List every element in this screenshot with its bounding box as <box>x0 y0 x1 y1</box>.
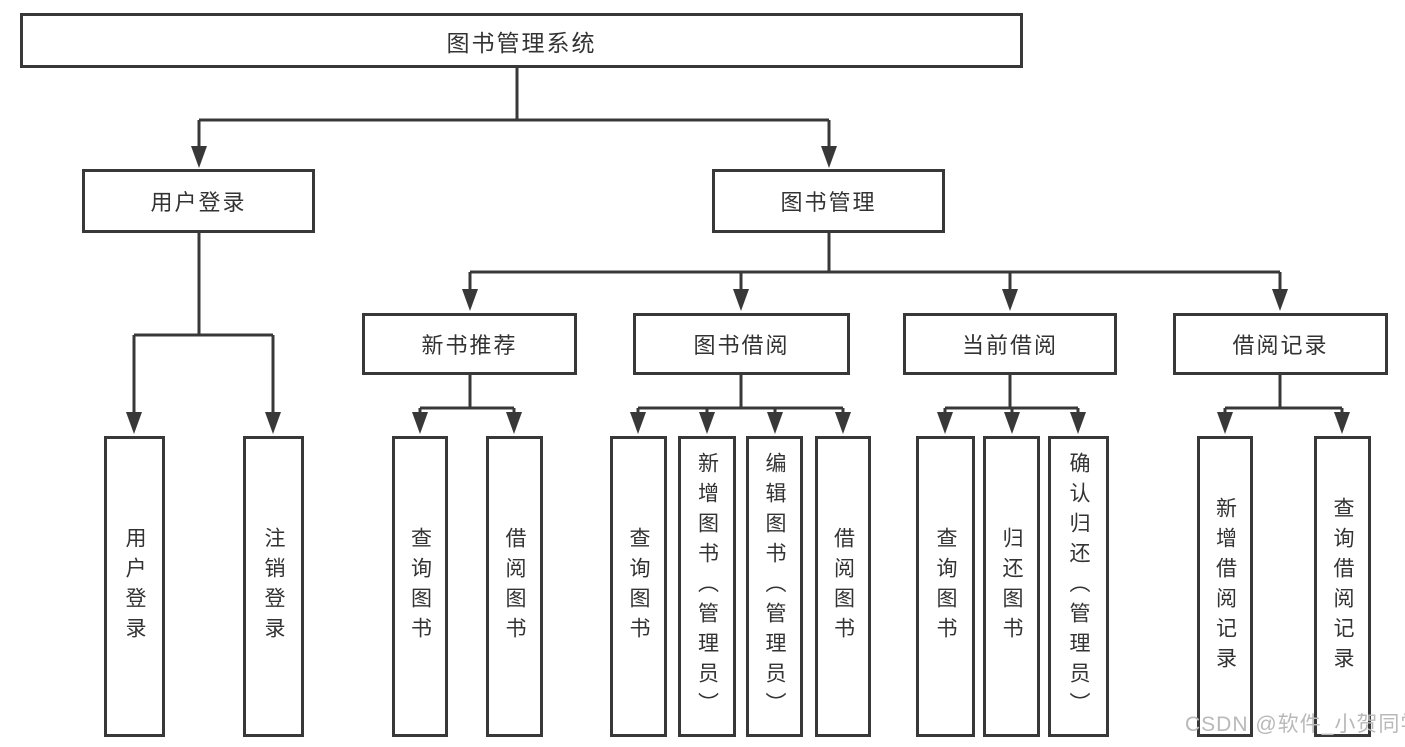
node-leaf-edit-books-admin: 编辑图书（管理员） <box>746 436 803 737</box>
node-leaf-query-books-1: 查询图书 <box>392 436 448 737</box>
node-leaf-label: 注销登录 <box>262 526 285 647</box>
node-leaf-label: 新增图书（管理员） <box>695 451 719 722</box>
connector-bookborrow-to-leaves <box>636 375 845 416</box>
node-leaf-user-login: 用户登录 <box>104 436 165 737</box>
node-leaf-query-borrow-record: 查询借阅记录 <box>1314 436 1371 737</box>
node-leaf-logout: 注销登录 <box>243 436 304 737</box>
arrow-heads <box>126 146 1350 434</box>
node-leaf-label: 查询借阅记录 <box>1331 496 1354 677</box>
connector-userlogin-to-leaves <box>132 233 275 416</box>
node-leaf-borrow-books-1: 借阅图书 <box>486 436 543 737</box>
connector-bookmgmt-to-level3 <box>468 233 1282 293</box>
connector-currentborrow-to-leaves <box>943 375 1080 416</box>
node-leaf-confirm-return-admin: 确认归还（管理员） <box>1048 436 1109 737</box>
node-leaf-label: 新增借阅记录 <box>1213 496 1237 677</box>
node-leaf-query-books-2: 查询图书 <box>610 436 667 737</box>
node-leaf-label: 查询图书 <box>627 526 650 647</box>
node-leaf-label: 查询图书 <box>934 526 957 647</box>
node-user-login: 用户登录 <box>82 169 315 233</box>
node-leaf-query-books-3: 查询图书 <box>916 436 975 737</box>
node-leaf-label: 借阅图书 <box>503 526 526 647</box>
node-leaf-add-books-admin: 新增图书（管理员） <box>678 436 736 737</box>
node-root-library-system: 图书管理系统 <box>20 13 1023 68</box>
node-leaf-label: 用户登录 <box>123 526 146 647</box>
connector-newbooks-to-leaves <box>418 375 516 416</box>
node-leaf-add-borrow-record: 新增借阅记录 <box>1197 436 1253 737</box>
node-borrowing-records: 借阅记录 <box>1173 313 1388 375</box>
node-book-management: 图书管理 <box>712 169 945 233</box>
node-book-borrowing: 图书借阅 <box>633 313 850 375</box>
node-leaf-label: 编辑图书（管理员） <box>763 451 786 722</box>
node-new-book-recommend: 新书推荐 <box>362 313 577 375</box>
node-leaf-label: 归还图书 <box>1000 526 1023 647</box>
node-leaf-return-books: 归还图书 <box>983 436 1040 737</box>
connector-records-to-leaves <box>1223 375 1344 416</box>
node-current-borrowing: 当前借阅 <box>903 313 1117 375</box>
node-leaf-label: 借阅图书 <box>831 526 855 647</box>
connector-root-to-level2 <box>197 68 831 150</box>
csdn-watermark: CSDN @软件_小贺同学 <box>1185 713 1405 736</box>
node-leaf-label: 确认归还（管理员） <box>1067 451 1090 722</box>
node-leaf-label: 查询图书 <box>408 526 432 647</box>
node-leaf-borrow-books-2: 借阅图书 <box>815 436 871 737</box>
